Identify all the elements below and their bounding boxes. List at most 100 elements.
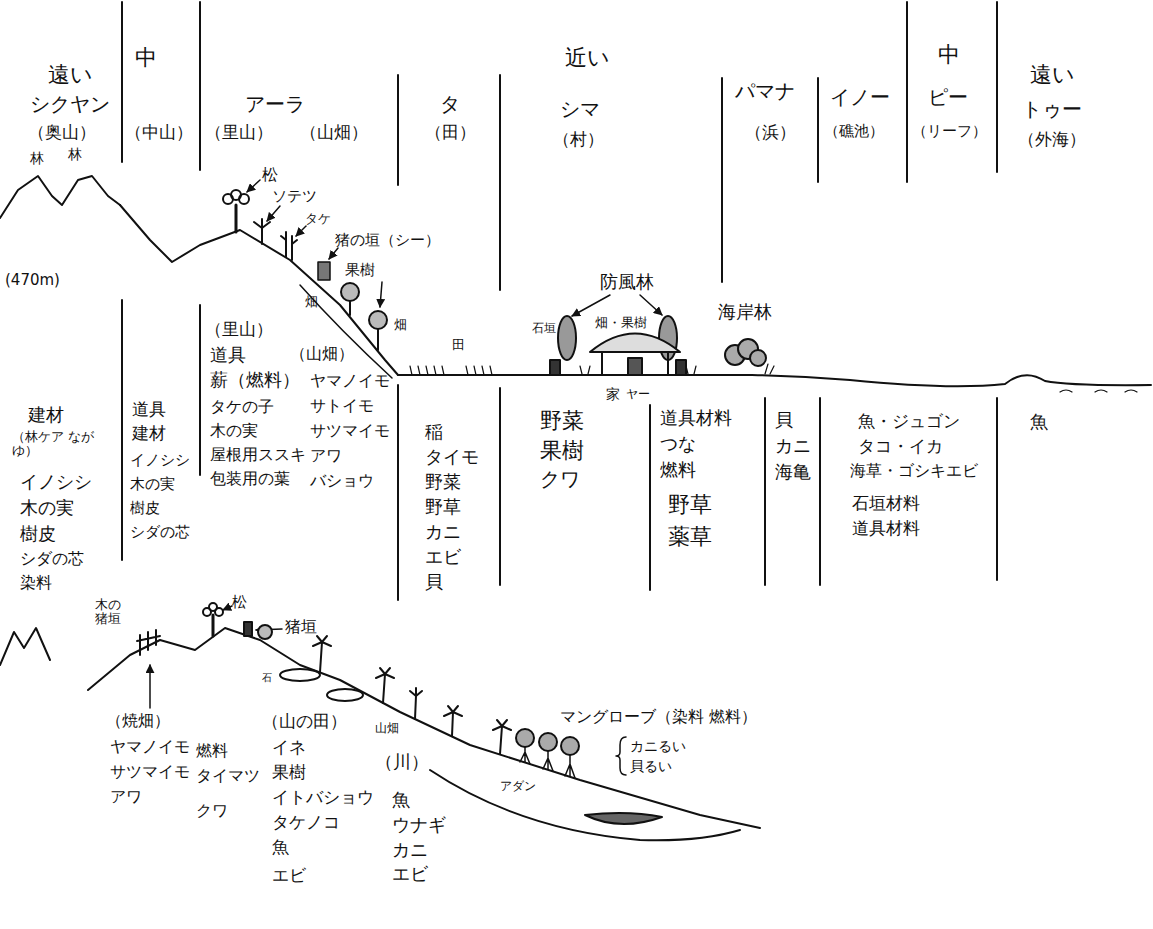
hill-outline bbox=[120, 205, 398, 375]
zone-label: 薬草 bbox=[668, 524, 712, 549]
hill-outline bbox=[88, 628, 760, 828]
label-slot: 道具 bbox=[132, 400, 166, 420]
zone-label: ウナギ bbox=[392, 815, 446, 836]
divider-line bbox=[199, 2, 201, 170]
label-slot: 木の猪垣 bbox=[95, 598, 123, 627]
zone-label: 燃料 bbox=[660, 460, 696, 481]
zone-label: 貝 bbox=[425, 572, 443, 593]
divider-line bbox=[649, 405, 651, 590]
label-slot: シダの芯 bbox=[130, 524, 190, 541]
mangrove-tree bbox=[516, 729, 534, 747]
label-slot: タケの子 bbox=[210, 398, 274, 416]
zone-label: （浜） bbox=[745, 123, 796, 143]
zone-label: ヤー bbox=[626, 388, 650, 402]
zone-label: （山畑） bbox=[300, 123, 368, 143]
label-slot: 樹皮 bbox=[20, 524, 56, 545]
fruit-tree bbox=[369, 311, 387, 329]
zone-label: （山の田） bbox=[262, 712, 347, 732]
zone-label: タコ・イカ bbox=[858, 437, 943, 457]
label-slot: 遠い bbox=[48, 62, 93, 87]
ground-line bbox=[398, 374, 752, 376]
label-slot: サツマイモ bbox=[110, 763, 190, 781]
label-slot: エビ bbox=[392, 864, 428, 885]
label-slot: 海岸林 bbox=[718, 302, 772, 323]
zone-label: （外海） bbox=[1018, 130, 1086, 150]
fruit-tree bbox=[341, 283, 359, 301]
zone-label: アーラ bbox=[245, 93, 305, 116]
label-slot: （里山） bbox=[205, 320, 273, 340]
label-slot: 野菜 bbox=[425, 472, 461, 493]
label-slot: 海亀 bbox=[775, 462, 811, 483]
pine-crown bbox=[215, 608, 223, 616]
label-slot: 木の実 bbox=[210, 422, 258, 440]
zone-label: エビ bbox=[272, 866, 306, 886]
zone-label: 道具 bbox=[132, 400, 166, 420]
zone-label: 道具材料 bbox=[660, 408, 732, 429]
zone-label: ピー bbox=[928, 86, 968, 109]
zone-label: 畑・果樹 bbox=[595, 316, 647, 331]
label-slot: アダン bbox=[500, 780, 536, 794]
divider-line bbox=[817, 78, 819, 182]
label-slot: 林 bbox=[30, 150, 44, 166]
zone-label: 野菜 bbox=[425, 472, 461, 493]
zone-label: （里山） bbox=[205, 123, 273, 143]
label-slot: 遠い bbox=[1030, 62, 1075, 87]
zone-label: 海亀 bbox=[775, 462, 811, 483]
zone-label: トゥー bbox=[1022, 98, 1082, 121]
zone-label: イトバショウ bbox=[272, 788, 374, 808]
wooden-fence bbox=[137, 630, 160, 655]
label-slot: 果樹 bbox=[272, 763, 306, 783]
mangrove-root bbox=[520, 747, 575, 778]
divider-line bbox=[764, 398, 766, 585]
label-slot: つな bbox=[660, 434, 696, 455]
coastal-tree bbox=[750, 350, 766, 366]
label-slot: 木の実 bbox=[130, 476, 175, 493]
zone-label: タイマツ bbox=[196, 767, 260, 785]
pine-trunk bbox=[212, 615, 215, 636]
zone-label: 松 bbox=[262, 166, 278, 184]
label-slot: （浜） bbox=[745, 123, 796, 143]
label-slot: 燃料 bbox=[196, 742, 228, 760]
zone-label: ヤマノイモ bbox=[310, 372, 390, 390]
label-slot: 染料 bbox=[20, 574, 52, 592]
label-slot: バショウ bbox=[310, 472, 374, 490]
label-slot: イノシシ bbox=[130, 452, 190, 469]
label-slot: 山畑 bbox=[375, 722, 399, 736]
mangrove-tree bbox=[561, 737, 579, 755]
divider-line bbox=[906, 2, 908, 182]
label-slot: 木の実 bbox=[20, 498, 74, 519]
zone-label: 田 bbox=[452, 338, 465, 353]
zone-label: パマナ bbox=[735, 80, 795, 103]
label-slot: 魚・ジュゴン bbox=[858, 412, 960, 432]
stone-wall bbox=[676, 360, 686, 375]
zone-label: アワ bbox=[310, 447, 342, 465]
label-slot: タケノコ bbox=[272, 813, 340, 833]
label-slot: アーラ bbox=[245, 93, 305, 116]
label-slot: 道具材料 bbox=[660, 408, 732, 429]
label-slot: 畑 bbox=[305, 295, 318, 310]
zone-label: 近い bbox=[565, 45, 610, 70]
beach-grass bbox=[765, 364, 774, 374]
label-slot: 貝 bbox=[425, 572, 443, 593]
zone-label: 遠い bbox=[48, 62, 93, 87]
label-slot: ヤー bbox=[626, 388, 650, 402]
label-slot: 稲 bbox=[425, 422, 443, 443]
tree-trunk bbox=[349, 301, 351, 315]
label-slot: タケ bbox=[305, 212, 331, 227]
leader-arrow bbox=[247, 180, 260, 192]
label-slot: ウナギ bbox=[392, 815, 446, 836]
label-slot: イノー bbox=[830, 86, 890, 109]
label-slot: 屋根用ススキ bbox=[210, 446, 306, 464]
zone-label: アダン bbox=[500, 780, 536, 794]
divider-line bbox=[996, 398, 998, 580]
zone-label: エビ bbox=[425, 547, 461, 568]
zone-label: 木の実 bbox=[20, 498, 74, 519]
banana-plant bbox=[410, 688, 422, 719]
label-slot: 貝るい bbox=[630, 758, 672, 774]
zone-label: サツマイモ bbox=[310, 422, 390, 440]
zone-label: （焼畑） bbox=[106, 712, 170, 730]
label-slot: 道具 bbox=[210, 345, 246, 366]
label-slot: 畑 bbox=[394, 318, 407, 333]
label-slot: トゥー bbox=[1022, 98, 1082, 121]
